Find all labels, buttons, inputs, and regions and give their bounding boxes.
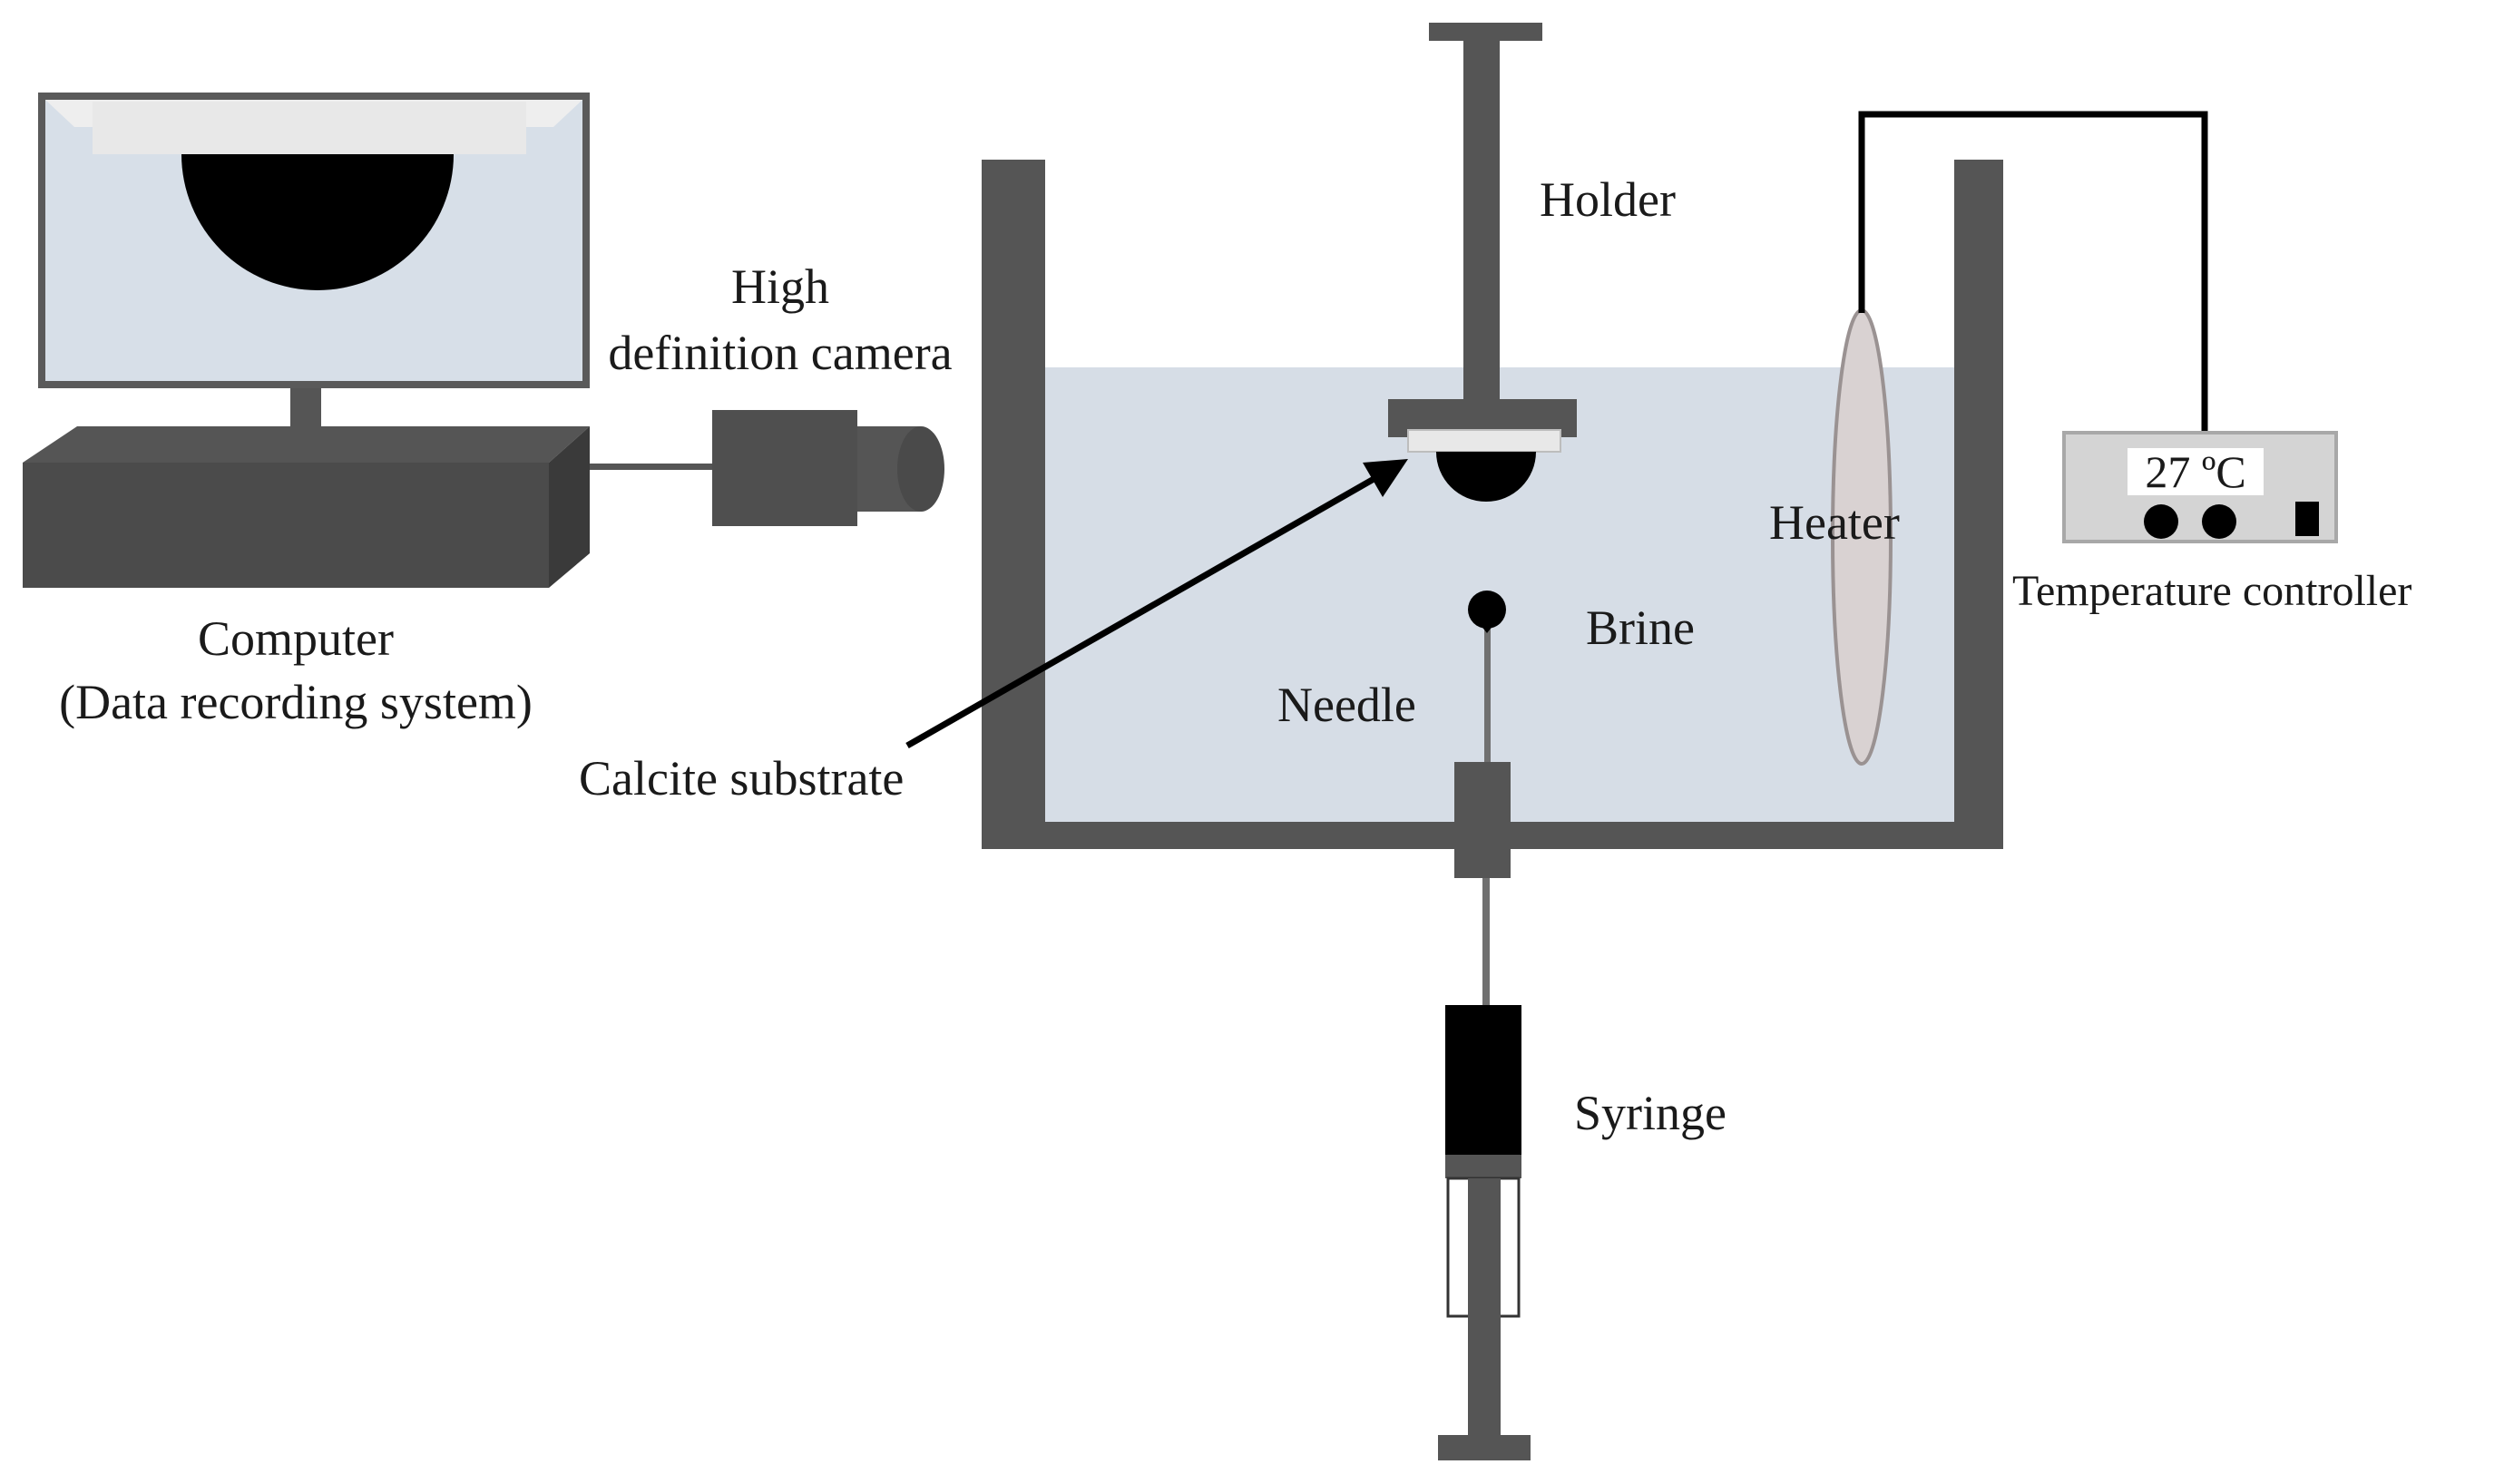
calcite-substrate [1407, 429, 1561, 453]
label-heater: Heater [1769, 495, 1900, 550]
computer-base-front [23, 463, 549, 588]
label-computer: Computer [198, 611, 394, 666]
tank-left-wall [982, 160, 1045, 849]
needle-fitting [1454, 762, 1511, 878]
label-camera-line2: definition camera [608, 326, 952, 380]
label-camera-line1: High [731, 259, 829, 314]
calcite-arrow [905, 459, 1408, 749]
temperature-readout: 27 ºC [2145, 446, 2245, 497]
camera-lens-rim [897, 426, 944, 512]
needle-drop [1468, 591, 1506, 629]
syringe-plunger-seal [1445, 1155, 1521, 1178]
camera-body [712, 410, 857, 526]
label-syringe: Syringe [1574, 1086, 1727, 1140]
needle-shaft [1484, 626, 1491, 762]
label-computer-sub: (Data recording system) [59, 675, 533, 729]
label-needle: Needle [1277, 678, 1416, 732]
syringe-plunger-rod [1468, 1178, 1501, 1446]
temperature-controller [2062, 431, 2338, 543]
arrow-line [905, 474, 1377, 749]
holder-rod [1463, 41, 1500, 404]
screen-drop-image [181, 154, 454, 290]
syringe [1438, 1005, 1531, 1460]
controller-switch [2295, 502, 2319, 536]
label-holder: Holder [1540, 172, 1676, 227]
controller-knob-2 [2202, 504, 2236, 539]
label-calcite: Calcite substrate [579, 751, 904, 805]
needle-drop-tail [1477, 620, 1497, 633]
controller-knob-1 [2144, 504, 2178, 539]
label-brine: Brine [1586, 600, 1695, 655]
tank-right-wall [1954, 160, 2003, 849]
monitor-neck [290, 388, 321, 428]
syringe-black-barrel [1445, 1005, 1521, 1155]
needle-tube [1482, 878, 1490, 1005]
screen-substrate [93, 102, 526, 154]
computer-base-side [549, 426, 590, 588]
holder-top-bar [1429, 23, 1542, 41]
camera-cable [590, 464, 712, 470]
controller-display [2128, 448, 2264, 495]
arrow-head [1363, 459, 1408, 497]
computer-monitor [38, 93, 590, 466]
holder [1388, 23, 1577, 502]
syringe-plunger-handle [1438, 1435, 1531, 1460]
computer-base [23, 426, 590, 588]
computer-base-top [23, 426, 590, 463]
oil-drop [1436, 452, 1536, 502]
needle [1454, 591, 1511, 1005]
heater-wire [1858, 111, 2208, 435]
label-temperature-controller: Temperature controller [2012, 567, 2411, 615]
high-definition-camera [712, 410, 944, 526]
